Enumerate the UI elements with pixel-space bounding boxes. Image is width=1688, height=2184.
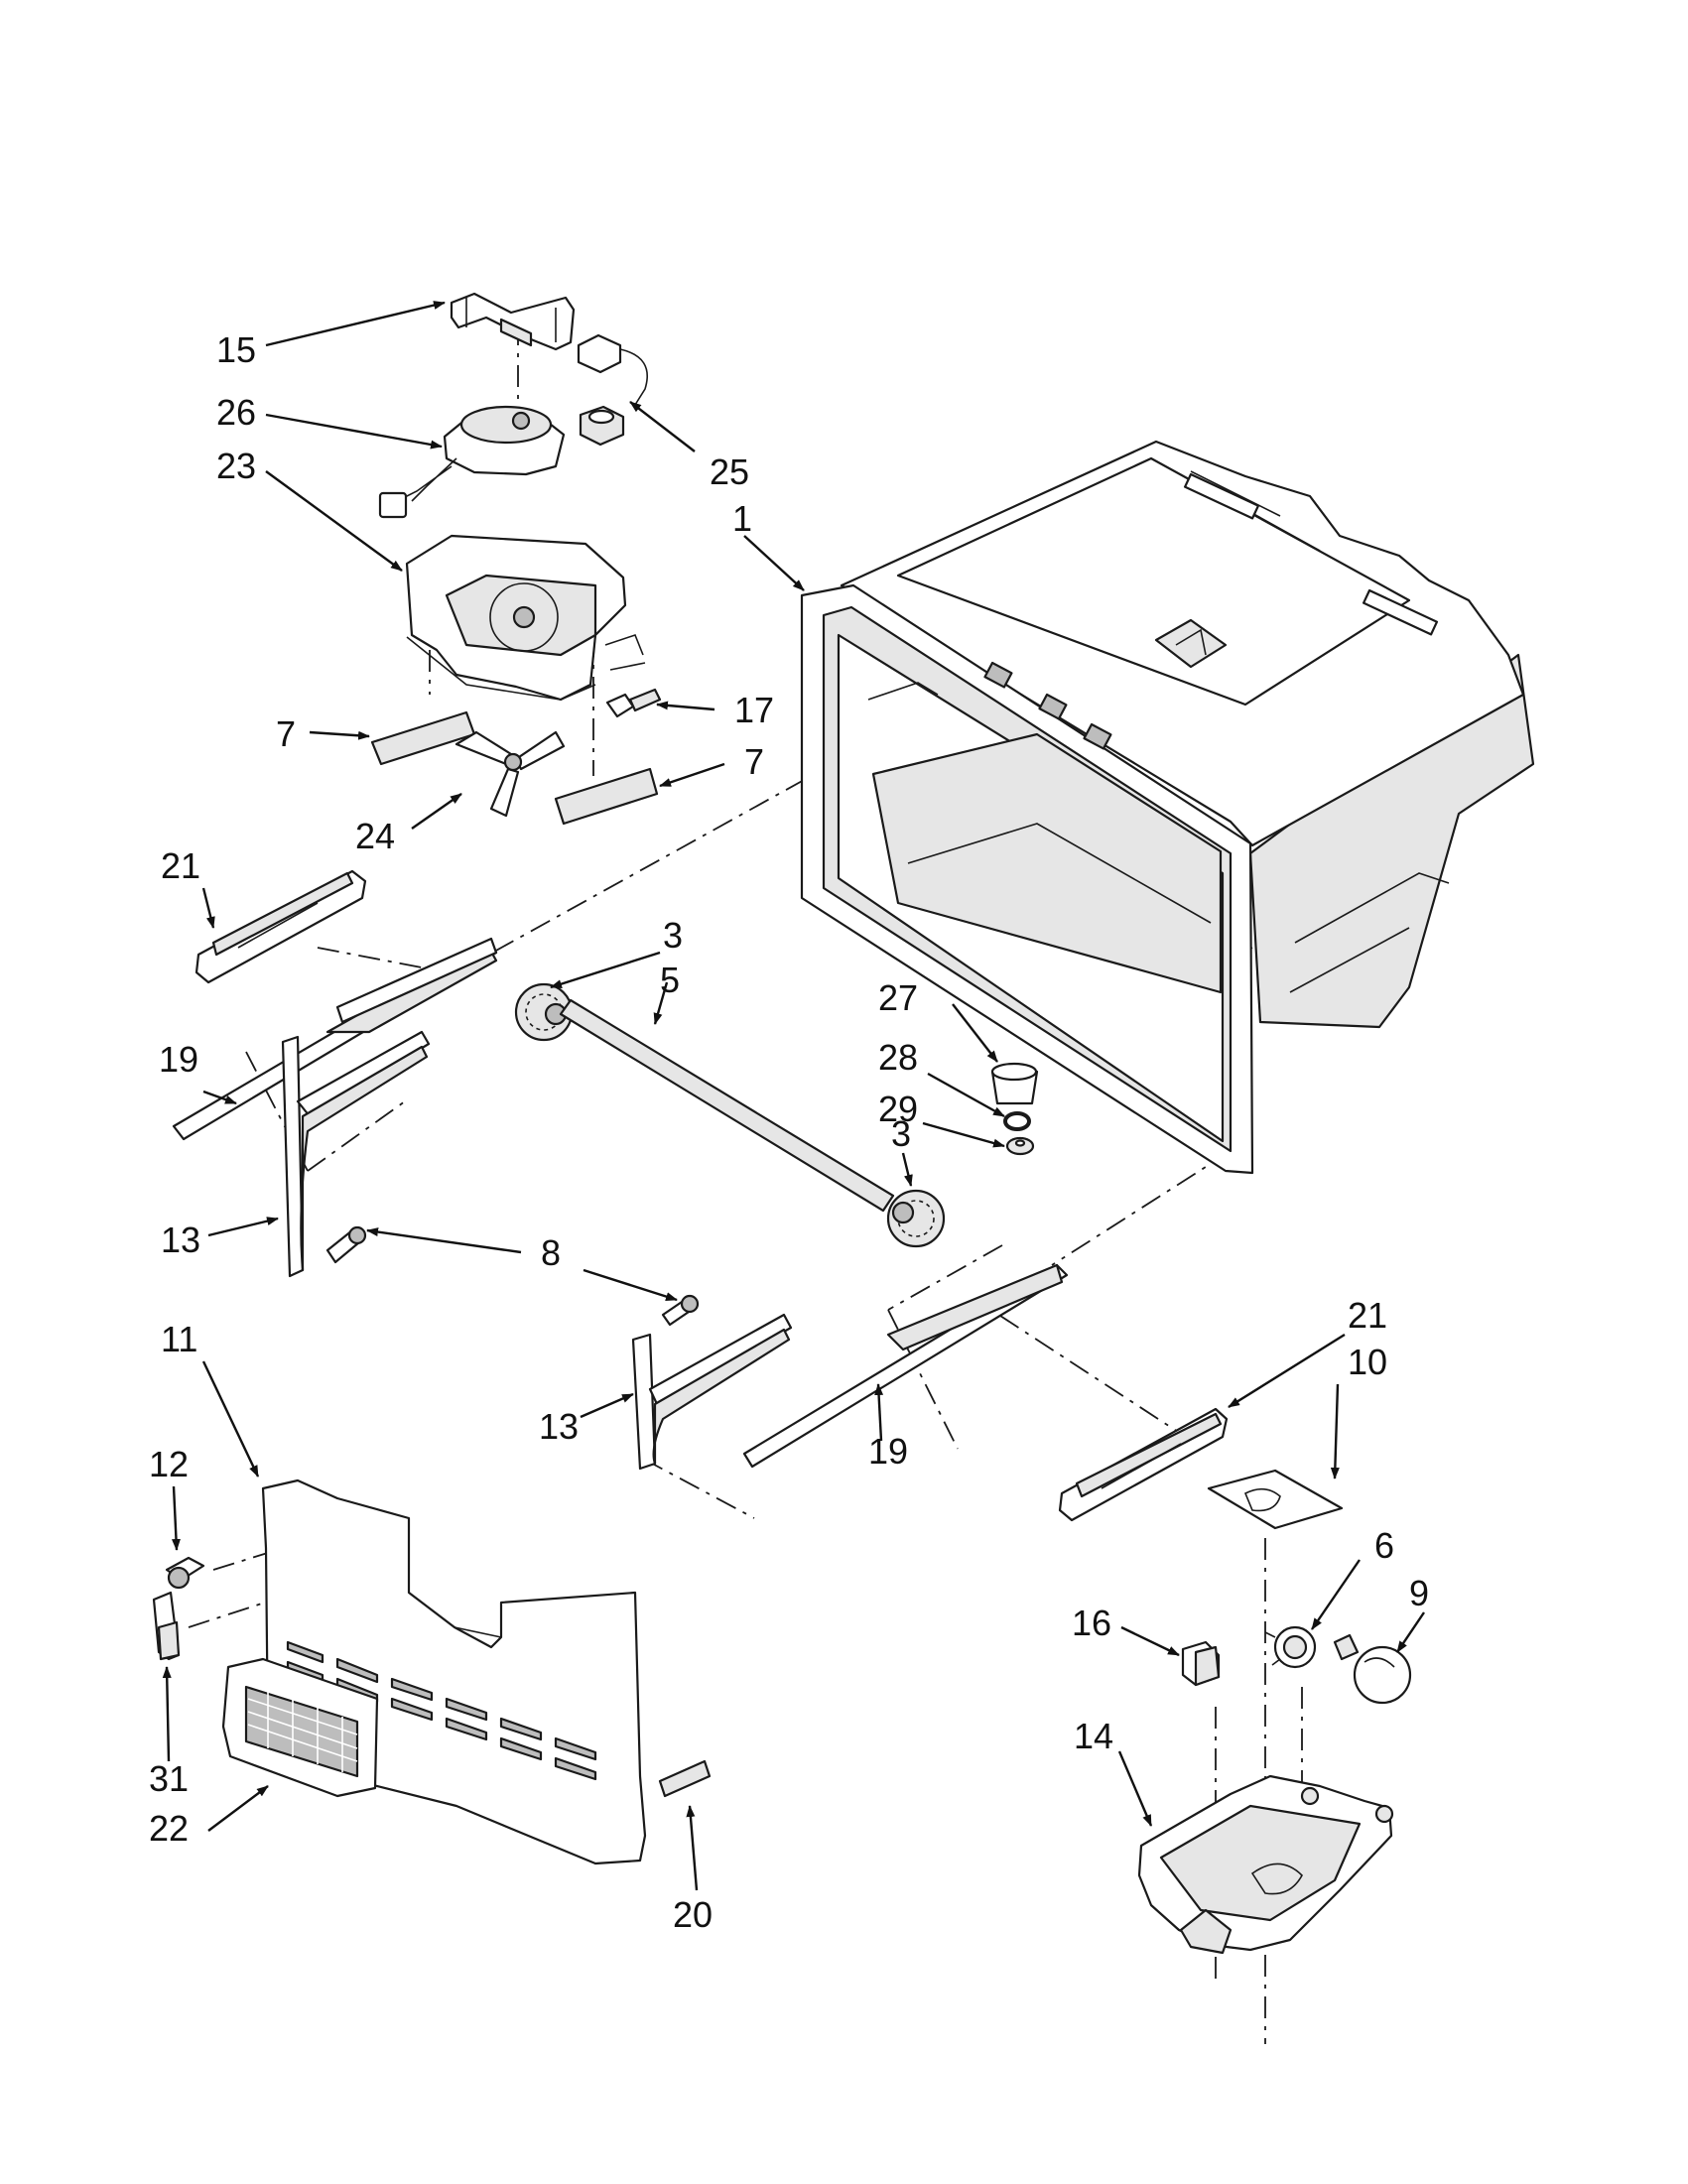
part-25-sensor bbox=[577, 333, 648, 447]
callout-1: 1 bbox=[732, 498, 752, 539]
callout-29: 29 bbox=[878, 1089, 918, 1129]
callout-26: 26 bbox=[216, 392, 256, 433]
callout-20: 20 bbox=[673, 1894, 713, 1935]
part-26-fan-motor bbox=[378, 405, 566, 519]
callout-21-left: 21 bbox=[161, 845, 200, 886]
part-28-ring bbox=[1003, 1111, 1031, 1131]
callout-13-left: 13 bbox=[161, 1220, 200, 1260]
callout-23: 23 bbox=[216, 446, 256, 486]
part-19-rail-left bbox=[172, 937, 498, 1141]
part-6-socket bbox=[1264, 1625, 1317, 1669]
part-29-washer bbox=[1005, 1136, 1035, 1156]
part-21-roller-left bbox=[195, 869, 367, 984]
part-27-glide bbox=[990, 1062, 1039, 1105]
callout-19-right: 19 bbox=[868, 1431, 908, 1472]
callout-24: 24 bbox=[355, 816, 395, 856]
callout-3-bottom: 3 bbox=[891, 1113, 911, 1154]
part-12-screw bbox=[165, 1556, 205, 1590]
callout-3-top: 3 bbox=[663, 915, 683, 956]
callout-11: 11 bbox=[161, 1319, 197, 1359]
part-5-shaft bbox=[559, 998, 895, 1213]
part-9-bulb bbox=[1333, 1633, 1412, 1705]
part-24-fan-blade bbox=[454, 730, 566, 818]
part-15-bracket bbox=[450, 292, 576, 351]
part-10-foam bbox=[1207, 1469, 1344, 1530]
callout-8: 8 bbox=[541, 1232, 561, 1273]
callout-7-left: 7 bbox=[276, 713, 296, 754]
part-7-pad-left bbox=[370, 710, 476, 766]
callout-16: 16 bbox=[1072, 1603, 1111, 1643]
callout-6: 6 bbox=[1374, 1525, 1394, 1566]
part-8-screw-right bbox=[661, 1294, 700, 1327]
part-8-screw-left bbox=[325, 1225, 367, 1264]
callout-28: 28 bbox=[878, 1037, 918, 1078]
part-13-bracket-right bbox=[631, 1313, 793, 1471]
callout-15: 15 bbox=[216, 329, 256, 370]
callout-21-right: 21 bbox=[1348, 1295, 1387, 1336]
part-3-gear-right bbox=[886, 1189, 946, 1248]
callout-31: 31 bbox=[149, 1758, 189, 1799]
part-23-fan-housing bbox=[405, 534, 646, 702]
callout-labels: 15 26 23 25 1 7 17 7 24 21 3 5 27 28 29 … bbox=[149, 329, 1429, 1935]
callout-7-right: 7 bbox=[744, 741, 764, 782]
part-20-strip bbox=[658, 1759, 712, 1798]
callout-10: 10 bbox=[1348, 1342, 1387, 1382]
part-13-bracket-left bbox=[281, 1030, 431, 1278]
part-21-roller-right bbox=[1058, 1407, 1229, 1522]
callout-13-right: 13 bbox=[539, 1406, 579, 1447]
part-31-clip bbox=[152, 1591, 181, 1661]
leader-lines bbox=[162, 301, 1425, 1891]
part-7-pad-right bbox=[554, 767, 659, 826]
callout-19-left: 19 bbox=[159, 1039, 198, 1080]
part-19-rail-right bbox=[742, 1263, 1069, 1469]
part-22-grille bbox=[221, 1657, 379, 1798]
part-11-panel bbox=[261, 1478, 647, 1865]
callout-14: 14 bbox=[1074, 1716, 1113, 1756]
part-17-screw bbox=[605, 688, 662, 718]
callout-25: 25 bbox=[710, 451, 749, 492]
callout-5: 5 bbox=[660, 960, 680, 1000]
callout-9: 9 bbox=[1409, 1573, 1429, 1613]
callout-27: 27 bbox=[878, 977, 918, 1018]
part-1-freezer-basket bbox=[800, 440, 1535, 1175]
callout-22: 22 bbox=[149, 1808, 189, 1849]
part-14-housing bbox=[1137, 1774, 1394, 1955]
part-16-switch bbox=[1181, 1640, 1221, 1687]
callout-17: 17 bbox=[734, 690, 774, 730]
callout-12: 12 bbox=[149, 1444, 189, 1484]
